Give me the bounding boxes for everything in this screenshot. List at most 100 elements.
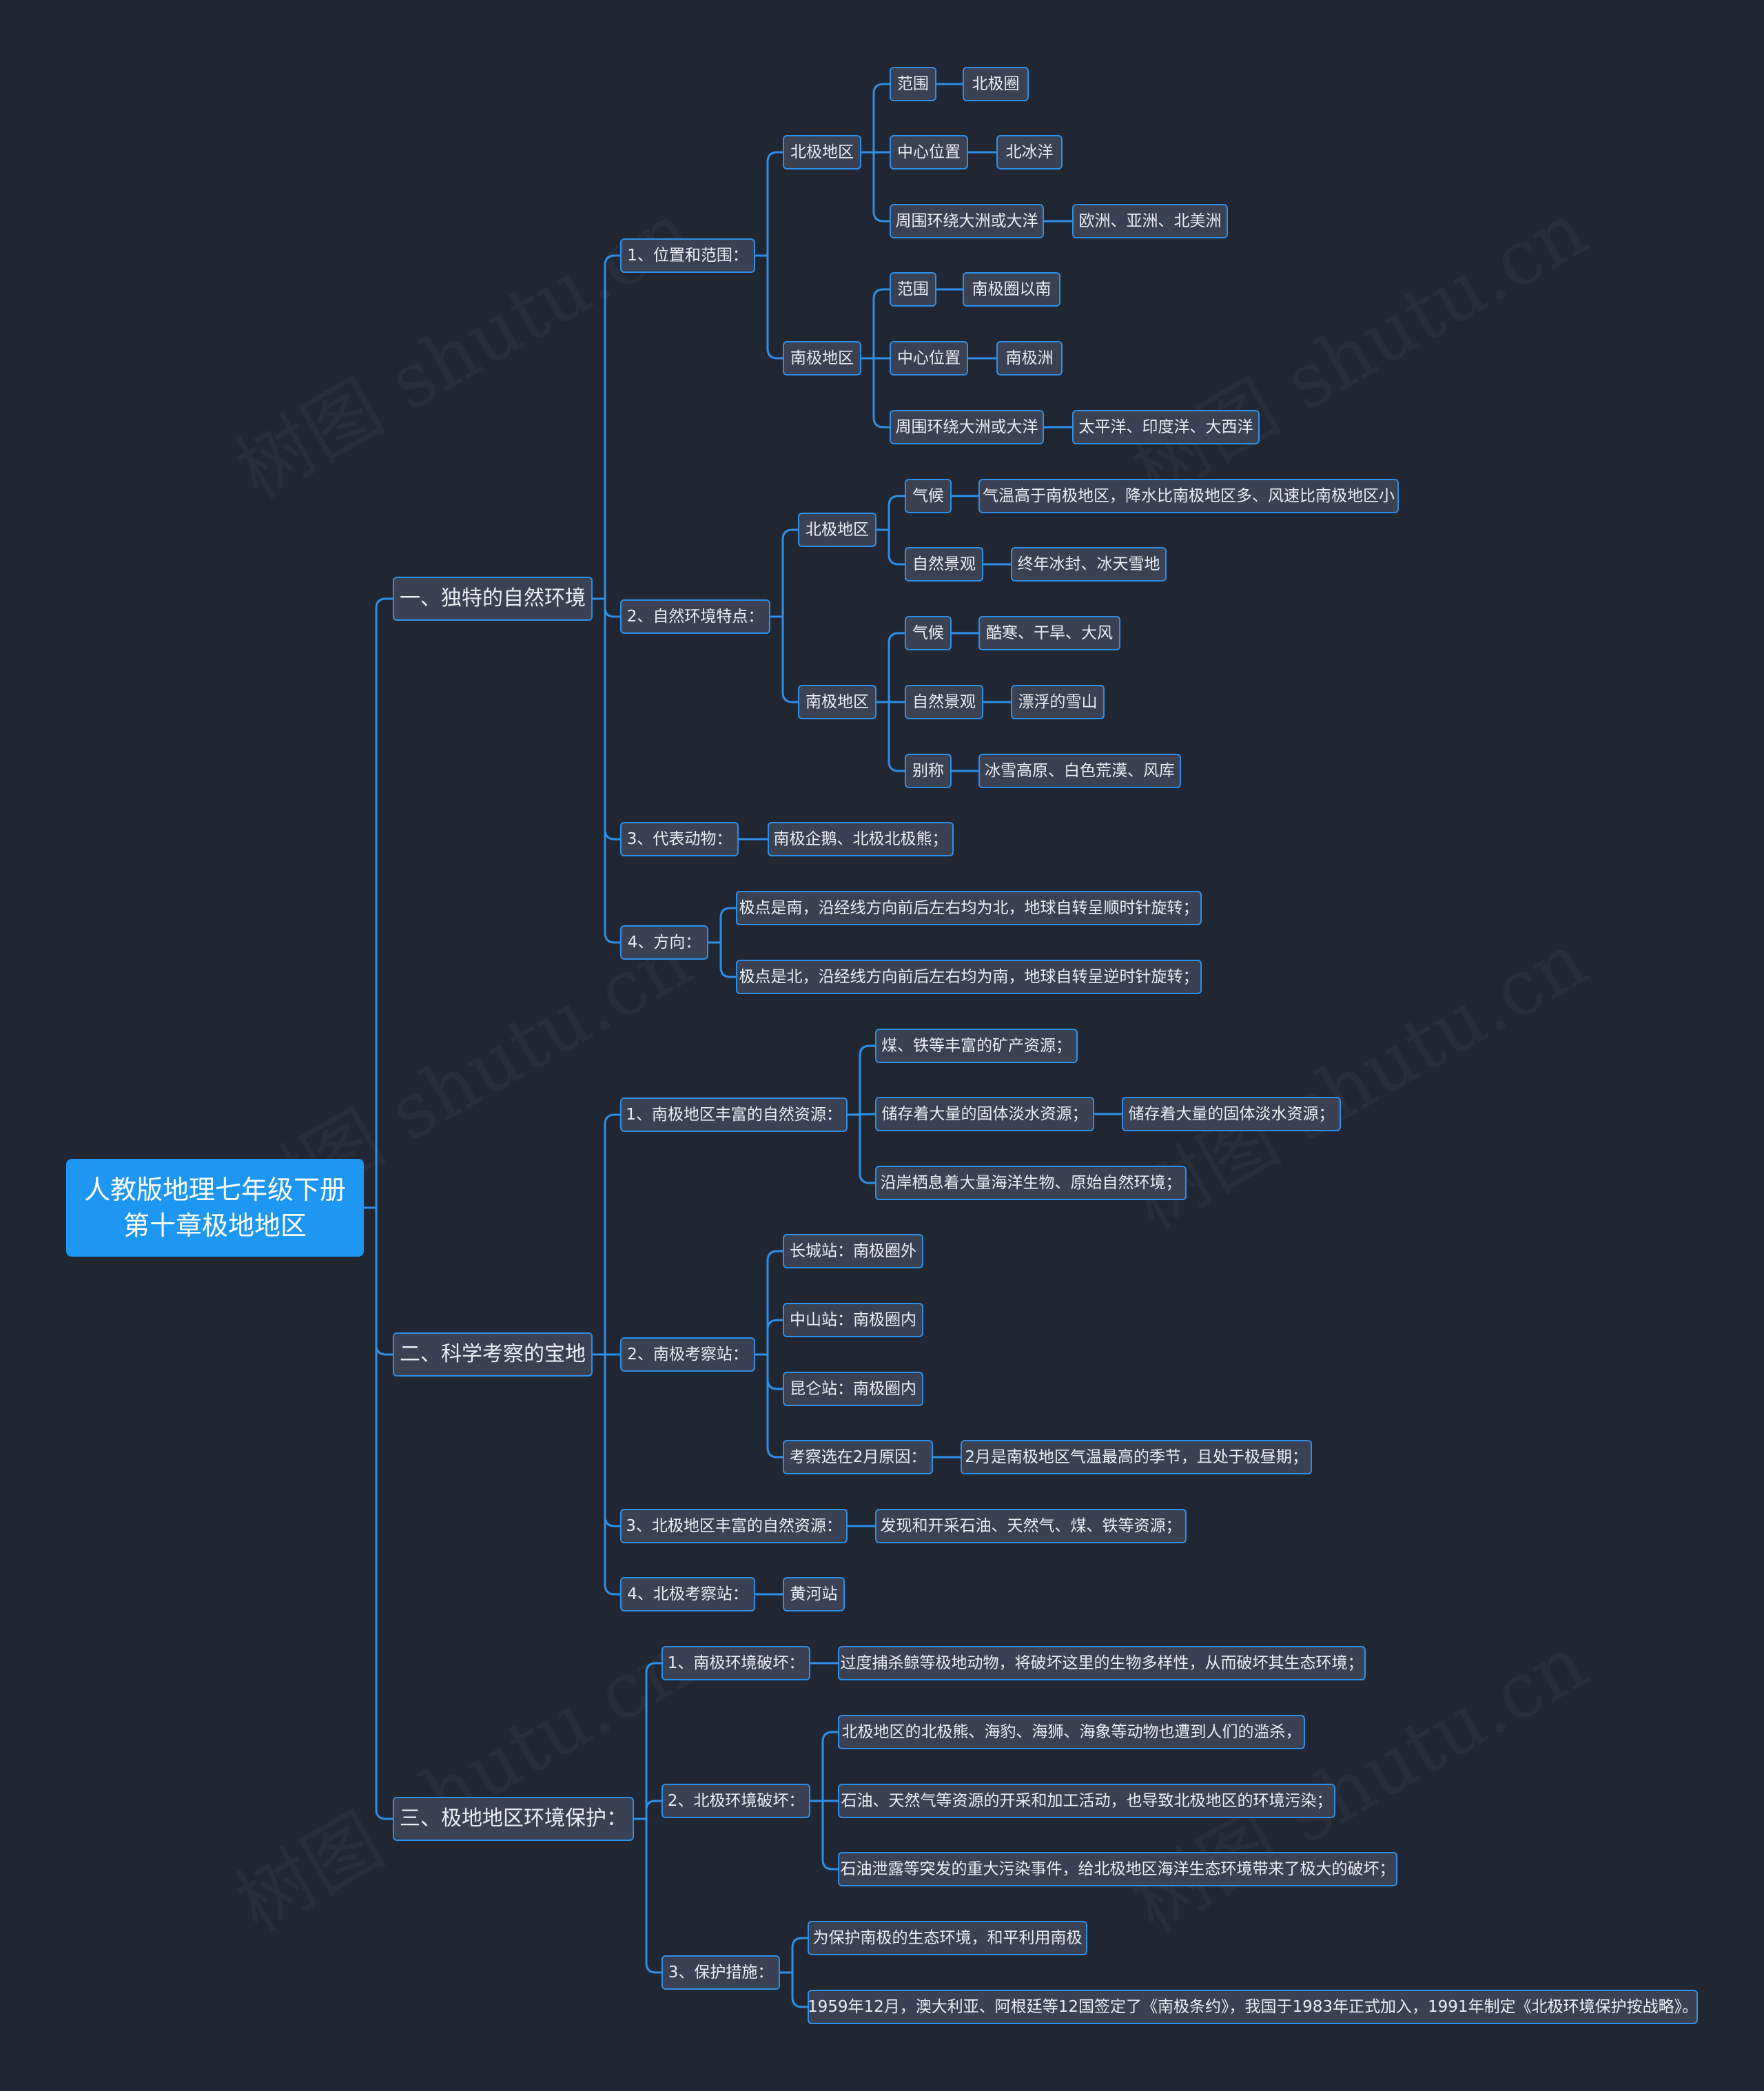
topic-nickname[interactable]: 别称 bbox=[905, 754, 952, 788]
connector-line bbox=[591, 1353, 622, 1596]
topic-antarctic-region[interactable]: 南极地区 bbox=[798, 685, 876, 719]
connector-line bbox=[591, 597, 622, 944]
topic-arctic-region[interactable]: 北极地区 bbox=[783, 135, 861, 169]
connector-line bbox=[754, 151, 784, 257]
topic-center[interactable]: 中心位置 bbox=[890, 341, 968, 375]
connector-line bbox=[754, 1353, 784, 1459]
connector-line bbox=[860, 357, 891, 429]
connector-line bbox=[707, 907, 737, 944]
topic-value[interactable]: 北极圈 bbox=[963, 67, 1029, 101]
connector-line bbox=[591, 254, 622, 600]
topic-value[interactable]: 发现和开采石油、天然气、煤、铁等资源； bbox=[875, 1509, 1187, 1543]
topic-surroundings[interactable]: 周围环绕大洲或大洋 bbox=[890, 204, 1044, 238]
connector-line bbox=[591, 1113, 622, 1356]
connector-line bbox=[769, 528, 799, 618]
topic-value[interactable]: 冰雪高原、白色荒漠、风库 bbox=[978, 754, 1181, 788]
connector-line bbox=[633, 1662, 663, 1820]
root-title-line-1: 人教版地理七年级下册 bbox=[83, 1175, 346, 1205]
connector-line bbox=[591, 597, 622, 618]
connector-line bbox=[754, 254, 784, 360]
topic-value[interactable]: 南极洲 bbox=[996, 341, 1063, 375]
topic-antarctic-damage[interactable]: 1、南极环境破坏： bbox=[662, 1646, 810, 1680]
topic-value[interactable]: 北极地区的北极熊、海豹、海狮、海象等动物也遭到人们的滥杀， bbox=[838, 1715, 1305, 1749]
topic-value[interactable]: 过度捕杀鲸等极地动物，将破坏这里的生物多样性，从而破坏其生态环境； bbox=[838, 1646, 1366, 1680]
branch-environmental-protection[interactable]: 三、极地地区环境保护： bbox=[393, 1797, 634, 1841]
connector-line bbox=[875, 701, 906, 772]
connector-line bbox=[591, 597, 622, 841]
connector-line bbox=[362, 1206, 394, 1820]
topic-value[interactable]: 太平洋、印度洋、大西洋 bbox=[1072, 410, 1260, 444]
topic-center[interactable]: 中心位置 bbox=[890, 135, 968, 169]
connector-line bbox=[779, 1971, 809, 2008]
topic-range[interactable]: 范围 bbox=[890, 67, 936, 101]
topic-arctic-region[interactable]: 北极地区 bbox=[798, 513, 876, 547]
topic-value[interactable]: 北冰洋 bbox=[996, 135, 1063, 169]
topic-climate[interactable]: 气候 bbox=[905, 479, 952, 513]
topic-value[interactable]: 1959年12月，澳大利亚、阿根廷等12国签定了《南极条约》，我国于1983年正… bbox=[808, 1990, 1698, 2024]
connector-line bbox=[769, 615, 799, 703]
connector-line bbox=[809, 1731, 839, 1802]
connector-line bbox=[754, 1353, 784, 1390]
connector-line bbox=[860, 288, 891, 360]
topic-value[interactable]: 气温高于南极地区，降水比南极地区多、风速比南极地区小 bbox=[978, 479, 1399, 513]
connector-line bbox=[633, 1817, 663, 1974]
topic-location-range[interactable]: 1、位置和范围： bbox=[620, 238, 755, 273]
connector-line bbox=[875, 528, 906, 566]
topic-direction[interactable]: 4、方向： bbox=[620, 925, 708, 960]
connector-line bbox=[779, 1937, 809, 1974]
topic-value[interactable]: 为保护南极的生态环境，和平利用南极 bbox=[808, 1921, 1087, 1955]
topic-station[interactable]: 昆仑站：南极圈内 bbox=[783, 1372, 923, 1406]
connector-line bbox=[875, 495, 906, 531]
topic-value[interactable]: 沿岸栖息着大量海洋生物、原始自然环境； bbox=[875, 1166, 1187, 1200]
connector-line bbox=[362, 597, 394, 1209]
topic-value[interactable]: 极点是南，沿经线方向前后左右均为北，地球自转呈顺时针旋转； bbox=[736, 891, 1202, 925]
connector-line bbox=[591, 1353, 622, 1527]
topic-arctic-damage[interactable]: 2、北极环境破坏： bbox=[662, 1784, 810, 1818]
topic-february-reason[interactable]: 考察选在2月原因： bbox=[783, 1440, 933, 1474]
topic-natural-features[interactable]: 2、自然环境特点： bbox=[620, 599, 770, 634]
connector-line bbox=[860, 83, 891, 154]
topic-representative-animals[interactable]: 3、代表动物： bbox=[620, 822, 739, 856]
topic-climate[interactable]: 气候 bbox=[905, 616, 952, 650]
topic-value[interactable]: 酷寒、干旱、大风 bbox=[978, 616, 1120, 650]
topic-antarctic-stations[interactable]: 2、南极考察站： bbox=[620, 1337, 755, 1372]
connector-line bbox=[809, 1800, 839, 1871]
topic-value[interactable]: 南极企鹅、北极北极熊； bbox=[768, 822, 954, 856]
topic-value[interactable]: 漂浮的雪山 bbox=[1011, 685, 1105, 719]
topic-arctic-station[interactable]: 4、北极考察站： bbox=[620, 1577, 755, 1611]
topic-value[interactable]: 欧洲、亚洲、北美洲 bbox=[1072, 204, 1228, 238]
topic-landscape[interactable]: 自然景观 bbox=[905, 547, 983, 581]
topic-value[interactable]: 终年冰封、冰天雪地 bbox=[1011, 547, 1167, 581]
topic-protection-measures[interactable]: 3、保护措施： bbox=[662, 1955, 780, 1990]
topic-value[interactable]: 石油、天然气等资源的开采和加工活动，也导致北极地区的环境污染； bbox=[838, 1784, 1335, 1818]
topic-value[interactable]: 储存着大量的固体淡水资源； bbox=[875, 1097, 1094, 1131]
topic-landscape[interactable]: 自然景观 bbox=[905, 685, 983, 719]
topic-surroundings[interactable]: 周围环绕大洲或大洋 bbox=[890, 410, 1044, 444]
connector-line bbox=[860, 151, 891, 223]
topic-value[interactable]: 2月是南极地区气温最高的季节，且处于极昼期； bbox=[961, 1440, 1312, 1474]
topic-value[interactable]: 储存着大量的固体淡水资源； bbox=[1122, 1097, 1341, 1131]
topic-range[interactable]: 范围 bbox=[890, 272, 936, 307]
topic-value[interactable]: 极点是北，沿经线方向前后左右均为南，地球自转呈逆时针旋转； bbox=[736, 960, 1202, 994]
root-topic[interactable]: 人教版地理七年级下册 第十章极地地区 bbox=[66, 1159, 364, 1257]
topic-station[interactable]: 长城站：南极圈外 bbox=[783, 1234, 923, 1268]
topic-value[interactable]: 黄河站 bbox=[783, 1577, 845, 1611]
root-title-line-2: 第十章极地地区 bbox=[123, 1211, 307, 1241]
branch-scientific-expedition[interactable]: 二、科学考察的宝地 bbox=[393, 1332, 593, 1377]
topic-arctic-resources[interactable]: 3、北极地区丰富的自然资源： bbox=[620, 1509, 848, 1543]
topic-station[interactable]: 中山站：南极圈内 bbox=[783, 1303, 923, 1337]
connector-line bbox=[846, 1044, 876, 1116]
connector-line bbox=[754, 1250, 784, 1356]
branch-natural-environment[interactable]: 一、独特的自然环境 bbox=[393, 577, 593, 621]
topic-antarctic-region[interactable]: 南极地区 bbox=[783, 341, 861, 375]
connector-line bbox=[875, 632, 906, 703]
topic-antarctic-resources[interactable]: 1、南极地区丰富的自然资源： bbox=[620, 1098, 848, 1132]
topic-value[interactable]: 南极圈以南 bbox=[963, 272, 1060, 307]
connector-line bbox=[633, 1800, 663, 1820]
connector-line bbox=[754, 1319, 784, 1356]
topic-value[interactable]: 石油泄露等突发的重大污染事件，给北极地区海洋生态环境带来了极大的破坏； bbox=[838, 1852, 1397, 1886]
connector-line bbox=[846, 1113, 876, 1184]
topic-value[interactable]: 煤、铁等丰富的矿产资源； bbox=[875, 1029, 1078, 1063]
